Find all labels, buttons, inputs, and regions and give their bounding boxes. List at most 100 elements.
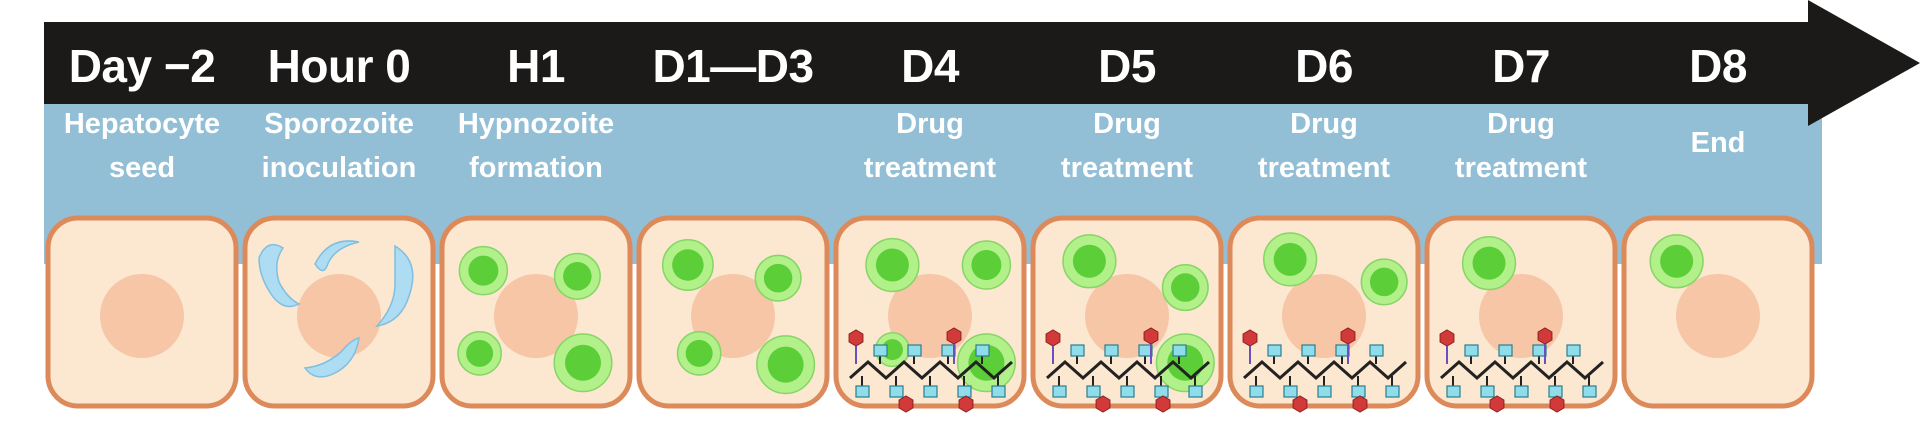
hypnozoite: [865, 237, 920, 293]
hepatocyte-cell: [242, 215, 436, 409]
drug-blue-group: [1582, 385, 1597, 398]
stage-description: treatment: [1258, 152, 1390, 184]
drug-red-group: [1537, 327, 1553, 345]
drug-blue-group: [1154, 385, 1169, 398]
timeline-arrow: [44, 0, 1920, 126]
drug-blue-group: [1249, 385, 1264, 398]
drug-chain: [849, 359, 1013, 381]
hypnozoite: [754, 254, 802, 302]
stage-label: D8: [1689, 40, 1747, 92]
hepatocyte-cell: [439, 215, 633, 409]
drug-red-group: [1095, 395, 1111, 413]
cell-nucleus: [1282, 274, 1366, 358]
stage-label: D7: [1492, 40, 1550, 92]
drug-red-group: [1489, 395, 1505, 413]
stage-description: Hepatocyte: [64, 108, 220, 140]
cell-nucleus: [297, 274, 381, 358]
drug-blue-group: [1086, 385, 1101, 398]
sporozoite: [303, 336, 360, 378]
drug-red-group: [1340, 327, 1356, 345]
drug-red-group: [1292, 395, 1308, 413]
hypnozoite: [661, 239, 714, 291]
stage-label: H1: [507, 40, 565, 92]
drug-blue-group: [1566, 344, 1581, 357]
stage-label: D1—D3: [652, 40, 813, 92]
drug-blue-group: [1548, 385, 1563, 398]
drug-blue-group: [1283, 385, 1298, 398]
drug-molecule: [1045, 327, 1210, 413]
drug-red-group: [898, 395, 914, 413]
hypnozoite: [1062, 234, 1117, 289]
drug-blue-group: [1188, 385, 1203, 398]
drug-molecule: [1242, 327, 1407, 413]
stage-label: D6: [1295, 40, 1353, 92]
stage-description: treatment: [1061, 152, 1193, 184]
sporozoite: [258, 243, 301, 308]
drug-blue-group: [1480, 385, 1495, 398]
stage-description: Hypnozoite: [458, 108, 614, 140]
drug-blue-group: [1464, 344, 1479, 357]
drug-blue-group: [1385, 385, 1400, 398]
hypnozoite: [1360, 258, 1408, 306]
stage-description: seed: [109, 152, 175, 184]
drug-red-group: [1143, 327, 1159, 345]
drug-blue-group: [1317, 385, 1332, 398]
drug-blue-group: [1267, 344, 1282, 357]
hypnozoite: [756, 335, 816, 395]
hepatocyte-cell: [1424, 215, 1618, 413]
stage-label: D4: [901, 40, 960, 92]
drug-blue-group: [991, 385, 1006, 398]
stage-description: Drug: [896, 108, 964, 140]
hypnozoite: [1649, 234, 1704, 289]
hypnozoite: [1155, 333, 1215, 393]
drug-blue-group: [873, 344, 888, 357]
drug-blue-group: [975, 344, 990, 357]
hepatocyte-cell: [833, 215, 1027, 413]
stage-label: D5: [1098, 40, 1156, 92]
drug-chain: [1046, 359, 1210, 381]
drug-red-group: [946, 327, 962, 345]
hypnozoite: [1161, 264, 1209, 312]
cell-nucleus: [1676, 274, 1760, 358]
drug-blue-group: [1052, 385, 1067, 398]
stage-description: formation: [469, 152, 603, 184]
stage-label: Day −2: [69, 40, 216, 92]
drug-red-group: [1242, 329, 1258, 347]
hypnozoite: [553, 252, 601, 300]
stage-description: Drug: [1487, 108, 1555, 140]
drug-blue-group: [1172, 344, 1187, 357]
drug-blue-group: [1446, 385, 1461, 398]
drug-blue-group: [1070, 344, 1085, 357]
drug-blue-group: [1498, 344, 1513, 357]
stage-description: Sporozoite: [264, 108, 414, 140]
hypnozoite: [956, 333, 1016, 393]
cell-nucleus: [494, 274, 578, 358]
stage-description: treatment: [864, 152, 996, 184]
cell-nucleus: [100, 274, 184, 358]
hypnozoite: [676, 331, 722, 376]
hypnozoite: [961, 240, 1012, 290]
drug-molecule: [848, 327, 1013, 413]
drug-blue-group: [855, 385, 870, 398]
drug-blue-group: [889, 385, 904, 398]
stage-description: End: [1691, 127, 1746, 159]
sporozoite: [375, 244, 414, 328]
drug-blue-group: [1369, 344, 1384, 357]
hypnozoite: [458, 245, 509, 296]
drug-red-group: [1352, 395, 1368, 413]
drug-red-group: [1439, 329, 1455, 347]
hepatocyte-cell: [45, 215, 239, 409]
drug-red-group: [958, 395, 974, 413]
stage-label: Hour 0: [268, 40, 411, 92]
drug-chain: [1243, 359, 1407, 381]
hepatocyte-cell: [1030, 215, 1224, 413]
hepatocyte-cell: [1621, 215, 1815, 409]
drug-blue-group: [1120, 385, 1135, 398]
drug-red-group: [848, 329, 864, 347]
hypnozoite: [553, 333, 613, 393]
drug-chain: [1440, 359, 1604, 381]
hypnozoite: [1263, 232, 1318, 287]
hypnozoite: [1461, 235, 1517, 291]
drug-blue-group: [1301, 344, 1316, 357]
